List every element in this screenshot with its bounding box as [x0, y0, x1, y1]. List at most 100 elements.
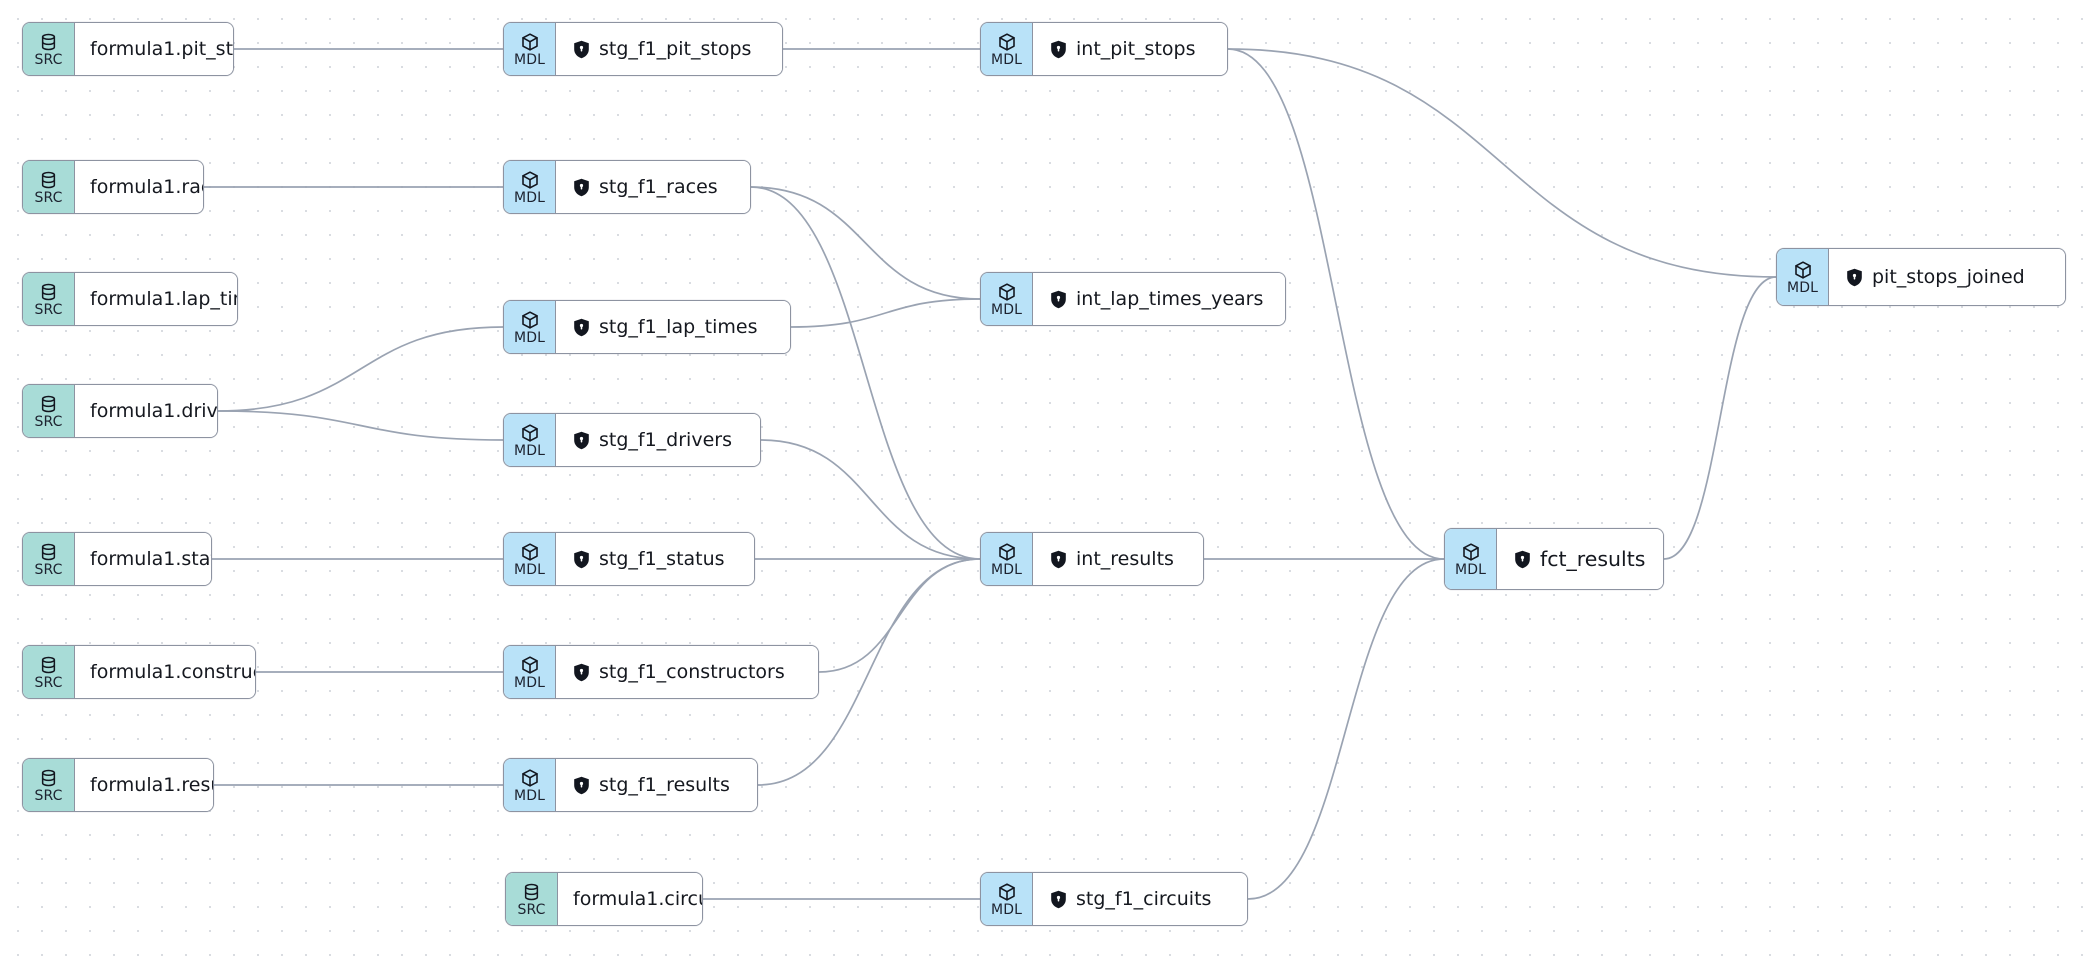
node-body: formula1.pit_stops — [75, 23, 234, 75]
graph-node-src_circuits[interactable]: SRC formula1.circuits — [505, 872, 703, 926]
cube-icon — [520, 542, 540, 562]
node-body: formula1.circuits — [558, 873, 702, 925]
node-label: fct_results — [1540, 546, 1646, 571]
graph-node-stg_drivers[interactable]: MDL stg_f1_drivers — [503, 413, 761, 467]
shield-lock-icon — [1050, 290, 1067, 309]
shield-lock-icon — [1514, 550, 1531, 569]
edge-int_pit_stops-to-pit_stops_joined — [1227, 48, 1777, 278]
source-badge: SRC — [23, 533, 75, 585]
shield-lock-icon — [1846, 268, 1863, 287]
badge-code: SRC — [34, 189, 63, 206]
node-body: stg_f1_races — [556, 161, 750, 213]
badge-code: SRC — [34, 301, 63, 318]
cube-icon — [997, 282, 1017, 302]
node-body: formula1.races — [75, 161, 203, 213]
badge-code: MDL — [1787, 279, 1818, 296]
node-label: formula1.lap_times — [90, 287, 237, 310]
graph-node-src_races[interactable]: SRC formula1.races — [22, 160, 204, 214]
graph-node-src_status[interactable]: SRC formula1.status — [22, 532, 212, 586]
source-badge: SRC — [23, 385, 75, 437]
cube-icon — [520, 423, 540, 443]
node-label: formula1.circuits — [573, 887, 702, 910]
cube-icon — [520, 170, 540, 190]
edge-stg_circuits-to-fct_results — [1247, 558, 1445, 900]
source-badge: SRC — [23, 273, 75, 325]
graph-node-stg_lap_times[interactable]: MDL stg_f1_lap_times — [503, 300, 791, 354]
edge-fct_results-to-pit_stops_joined — [1663, 276, 1777, 560]
node-body: stg_f1_lap_times — [556, 301, 790, 353]
node-body: stg_f1_drivers — [556, 414, 760, 466]
edge-src_drivers-to-stg_lap_times — [217, 326, 504, 412]
graph-node-fct_results[interactable]: MDL fct_results — [1444, 528, 1664, 590]
cube-icon — [520, 32, 540, 52]
node-label: int_results — [1076, 547, 1174, 570]
node-label: formula1.constructors — [90, 660, 255, 683]
node-body: formula1.results — [75, 759, 213, 811]
graph-node-src_lap_times[interactable]: SRC formula1.lap_times — [22, 272, 238, 326]
cube-icon — [1793, 260, 1813, 280]
model-badge: MDL — [504, 759, 556, 811]
model-badge: MDL — [504, 161, 556, 213]
shield-lock-icon — [573, 776, 590, 795]
badge-code: MDL — [514, 561, 545, 578]
node-label: formula1.pit_stops — [90, 37, 234, 60]
source-badge: SRC — [506, 873, 558, 925]
shield-lock-icon — [573, 663, 590, 682]
edge-stg_lap_times-to-int_lap_times_years — [790, 298, 981, 328]
model-badge: MDL — [504, 646, 556, 698]
badge-code: MDL — [514, 674, 545, 691]
edge-src_drivers-to-stg_drivers — [217, 410, 504, 441]
shield-lock-icon — [1050, 890, 1067, 909]
node-label: stg_f1_constructors — [599, 660, 785, 683]
badge-code: SRC — [517, 901, 546, 918]
node-body: int_lap_times_years — [1033, 273, 1285, 325]
badge-code: MDL — [514, 442, 545, 459]
badge-code: MDL — [514, 329, 545, 346]
node-body: fct_results — [1497, 529, 1663, 589]
model-badge: MDL — [504, 301, 556, 353]
node-body: formula1.constructors — [75, 646, 255, 698]
model-badge: MDL — [1445, 529, 1497, 589]
model-badge: MDL — [504, 533, 556, 585]
database-icon — [39, 170, 58, 190]
node-label: formula1.status — [90, 547, 211, 570]
cube-icon — [997, 542, 1017, 562]
shield-lock-icon — [1051, 290, 1066, 308]
node-body: stg_f1_circuits — [1033, 873, 1247, 925]
badge-code: SRC — [34, 413, 63, 430]
model-badge: MDL — [981, 533, 1033, 585]
node-label: stg_f1_results — [599, 773, 730, 796]
shield-lock-icon — [574, 776, 589, 794]
shield-lock-icon — [1515, 550, 1530, 568]
node-label: int_pit_stops — [1076, 37, 1196, 60]
node-label: formula1.races — [90, 175, 203, 198]
graph-node-int_results[interactable]: MDL int_results — [980, 532, 1204, 586]
node-body: int_results — [1033, 533, 1203, 585]
node-body: stg_f1_pit_stops — [556, 23, 782, 75]
graph-node-stg_constructors[interactable]: MDL stg_f1_constructors — [503, 645, 819, 699]
shield-lock-icon — [1051, 550, 1066, 568]
database-icon — [39, 768, 58, 788]
edge-stg_constructors-to-int_results — [818, 558, 981, 673]
shield-lock-icon — [574, 178, 589, 196]
shield-lock-icon — [1050, 550, 1067, 569]
badge-code: MDL — [1455, 561, 1486, 578]
node-label: stg_f1_pit_stops — [599, 37, 752, 60]
shield-lock-icon — [574, 663, 589, 681]
shield-lock-icon — [573, 40, 590, 59]
node-body: formula1.status — [75, 533, 211, 585]
graph-node-stg_results[interactable]: MDL stg_f1_results — [503, 758, 758, 812]
